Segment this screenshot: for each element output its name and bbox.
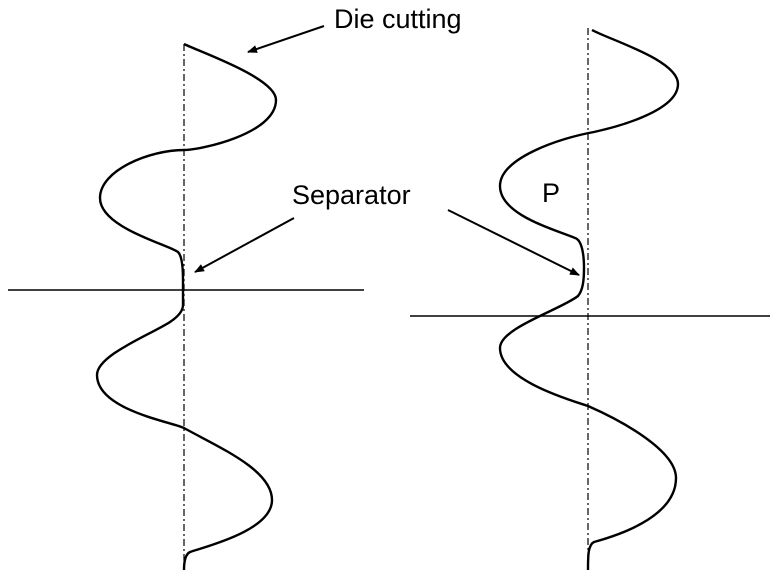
die-cutting-label: Die cutting bbox=[334, 4, 462, 34]
separator-arrow-left bbox=[194, 217, 295, 273]
p-label: P bbox=[542, 178, 561, 208]
right-figure bbox=[410, 28, 770, 571]
right-cutting-curve bbox=[498, 28, 680, 571]
separator-label: Separator bbox=[292, 180, 411, 210]
left-figure bbox=[8, 42, 364, 571]
left-cutting-curve bbox=[95, 42, 278, 571]
die-cutting-arrow bbox=[247, 25, 325, 53]
separator-arrow-right bbox=[447, 209, 580, 276]
